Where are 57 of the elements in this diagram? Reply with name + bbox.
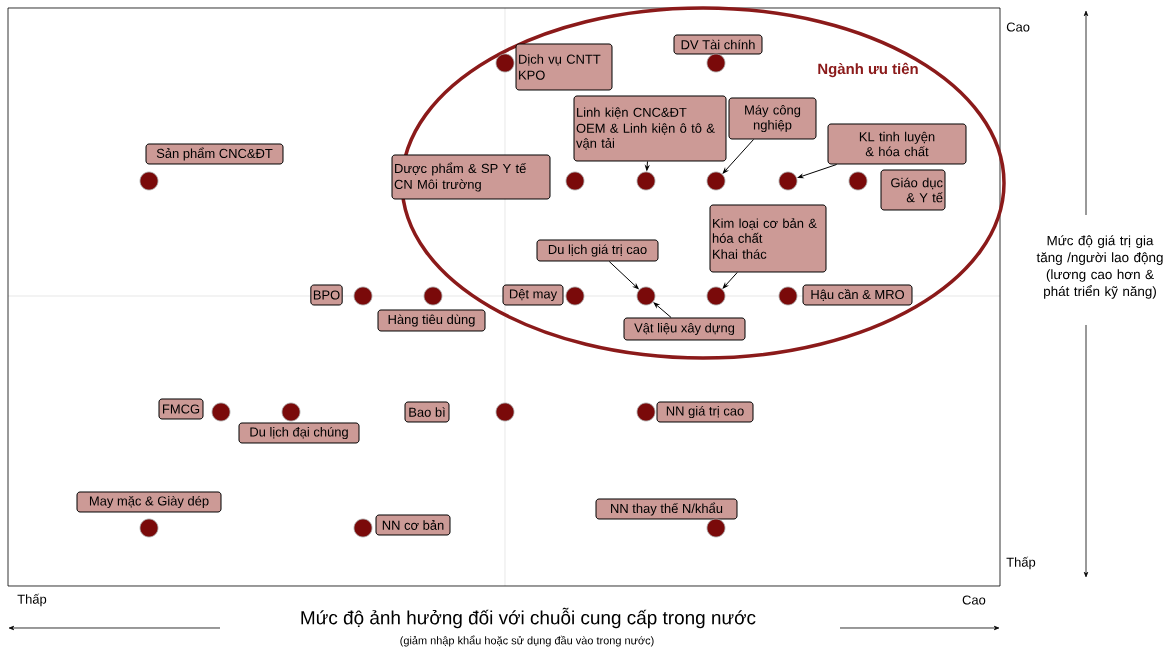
data-point [636,402,656,422]
sector-label: DV Tài chính [673,34,763,55]
axis-end-label: Thấp [1006,556,1036,570]
axis-end-label: Thấp [17,593,47,607]
sector-label: Hàng tiêu dùng [377,309,486,332]
data-point [706,171,726,191]
sector-label: FMCG [158,398,204,420]
data-point [353,286,373,306]
data-point [565,286,585,306]
sector-label: Máy công nghiệp [728,97,817,140]
data-point [636,286,656,306]
sector-label: NN cơ bản [375,514,451,536]
data-point [848,171,868,191]
data-point [139,171,159,191]
sector-label: NN giá trị cao [656,401,754,423]
arrow [722,272,738,289]
sector-label: KL tinh luyện & hóa chất [827,123,967,165]
sector-label: Sản phẩm CNC&ĐT [145,143,284,165]
data-point [423,286,443,306]
axis-title: Mức độ giá trị gia tăng /người lao động (lương cao hơn & phát triển kỹ năng) [1036,235,1163,299]
sector-label: Bao bì [404,401,450,423]
axis-subtitle: (giảm nhập khẩu hoặc sử dụng đầu vào trong nước) [400,635,654,647]
data-point [211,402,231,422]
sector-label: NN thay thế N/khẩu [595,498,738,520]
arrow [645,161,650,171]
sector-label: Linh kiện CNC&ĐT OEM & Linh kiện ô tô & vận tải [573,95,727,162]
sector-label: Hậu cần & MRO [802,284,913,306]
data-point [706,53,726,73]
data-point [778,286,798,306]
arrow [797,164,838,179]
data-point [565,171,585,191]
arrow [653,302,672,318]
data-point [706,286,726,306]
arrow [722,139,755,174]
data-point [495,402,515,422]
arrow [608,261,639,290]
data-point [281,402,301,422]
axis-end-label: Cao [962,595,986,605]
sector-label: May mặc & Giày dép [76,491,222,513]
data-point [636,171,656,191]
sector-label: Vật liệu xây dựng [623,317,746,341]
data-point [139,518,159,538]
sector-label: BPO [310,284,343,306]
sector-label: Giáo dục & Y tế [880,169,946,211]
axis-title: Mức độ ảnh hưởng đối với chuỗi cung cấp trong nước [301,607,756,629]
sector-label: Du lịch đại chúng [238,422,360,444]
sector-label: Du lịch giá trị cao [536,239,659,262]
data-point [778,171,798,191]
sector-label: Dược phẩm & SP Y tế CN Môi trường [391,154,551,200]
sector-label: Dệt may [502,284,564,306]
sector-label: Dịch vụ CNTT KPO [515,43,613,91]
sector-label: Kim loại cơ bản & hóa chất Khai thác [709,204,827,273]
group-label: Ngành ưu tiên [818,62,918,78]
data-point [353,518,373,538]
data-point [495,53,515,73]
data-point [706,518,726,538]
axis-end-label: Cao [1006,22,1030,32]
